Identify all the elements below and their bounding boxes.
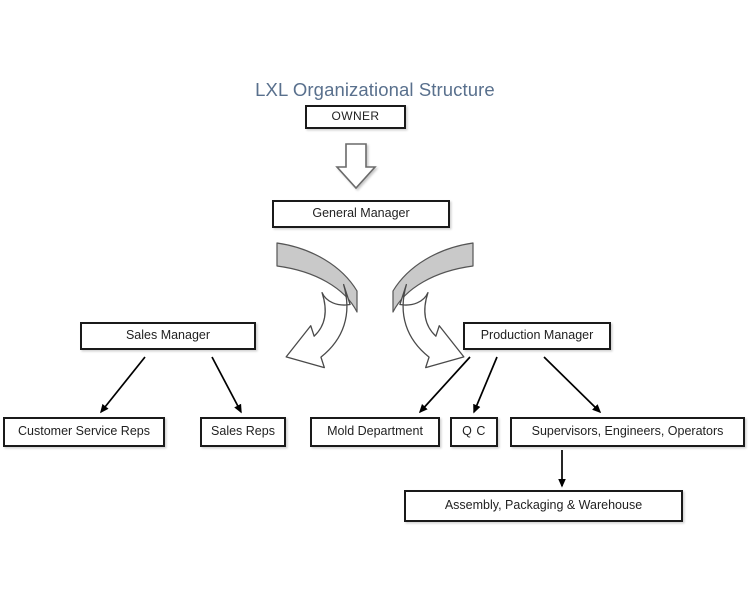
node-general-manager-label: General Manager xyxy=(312,206,410,221)
node-qc[interactable]: Q C xyxy=(450,417,498,447)
connector-production-manager-to-supervisors xyxy=(543,356,602,414)
page-title: LXL Organizational Structure xyxy=(255,79,495,100)
node-qc-label: Q C xyxy=(462,424,486,439)
curved-block-arrow-gm-to-sales-manager xyxy=(276,242,358,369)
block-arrow-owner-to-gm xyxy=(335,143,377,190)
node-production-manager-label: Production Manager xyxy=(480,328,594,343)
node-customer-service-reps[interactable]: Customer Service Reps xyxy=(3,417,165,447)
curved-block-arrow-gm-to-production-manager xyxy=(392,242,474,369)
connector-production-manager-to-mold-department xyxy=(418,356,471,414)
node-assembly-packaging-warehouse[interactable]: Assembly, Packaging & Warehouse xyxy=(404,490,683,522)
node-supervisors-engineers-operators-label: Supervisors, Engineers, Operators xyxy=(531,424,724,439)
connector-sales-manager-to-customer-service-reps xyxy=(100,356,146,414)
node-general-manager[interactable]: General Manager xyxy=(272,200,450,228)
node-assembly-packaging-warehouse-label: Assembly, Packaging & Warehouse xyxy=(444,498,643,513)
node-sales-manager[interactable]: Sales Manager xyxy=(80,322,256,350)
node-sales-reps[interactable]: Sales Reps xyxy=(200,417,286,447)
node-mold-department-label: Mold Department xyxy=(327,424,423,439)
node-sales-manager-label: Sales Manager xyxy=(125,328,211,343)
node-owner[interactable]: OWNER xyxy=(305,105,406,129)
connector-production-manager-to-qc xyxy=(473,356,498,414)
node-customer-service-reps-label: Customer Service Reps xyxy=(18,424,150,439)
node-sales-reps-label: Sales Reps xyxy=(211,424,275,439)
node-owner-label: OWNER xyxy=(331,109,380,124)
node-mold-department[interactable]: Mold Department xyxy=(310,417,440,447)
node-production-manager[interactable]: Production Manager xyxy=(463,322,611,350)
connector-sales-manager-to-sales-reps xyxy=(211,356,242,414)
node-supervisors-engineers-operators[interactable]: Supervisors, Engineers, Operators xyxy=(510,417,745,447)
